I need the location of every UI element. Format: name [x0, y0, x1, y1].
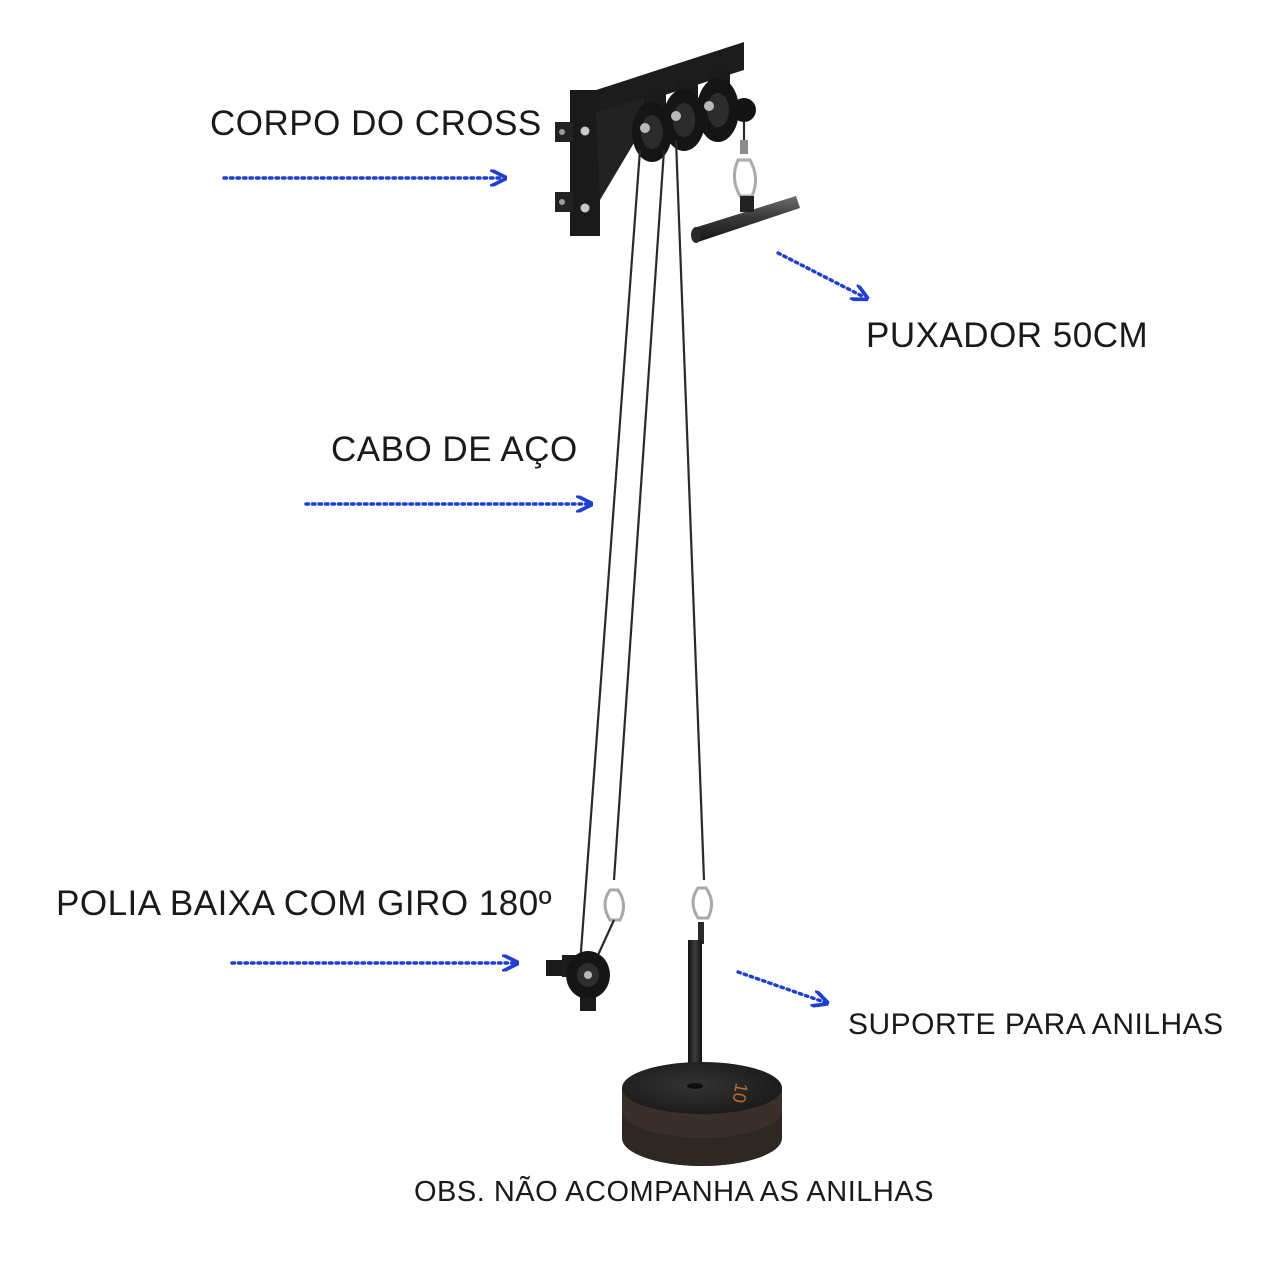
label-steel-cable: CABO DE AÇO [331, 430, 578, 469]
label-cross-body: CORPO DO CROSS [210, 104, 542, 143]
note-plates-not-included: OBS. NÃO ACOMPANHA AS ANILHAS [414, 1176, 935, 1208]
plate-loading-support [622, 886, 782, 1166]
top-pulleys [632, 70, 756, 162]
handle-bar-50cm [691, 140, 800, 243]
low-pulley-180 [546, 888, 625, 1011]
plate-weight-marking: 10 [729, 1081, 752, 1104]
bolt-icon [580, 203, 590, 213]
label-handle: PUXADOR 50CM [866, 316, 1149, 355]
label-plate-support: SUPORTE PARA ANILHAS [848, 1008, 1224, 1041]
bolt-icon [580, 126, 590, 136]
arrow-diagonal-dotted-icon [736, 970, 824, 1002]
arrow-diagonal-dotted-icon [776, 251, 864, 297]
label-low-pulley: POLIA BAIXA COM GIRO 180º [56, 884, 553, 923]
cross-body-frame [555, 42, 744, 236]
steel-cables [578, 122, 746, 966]
